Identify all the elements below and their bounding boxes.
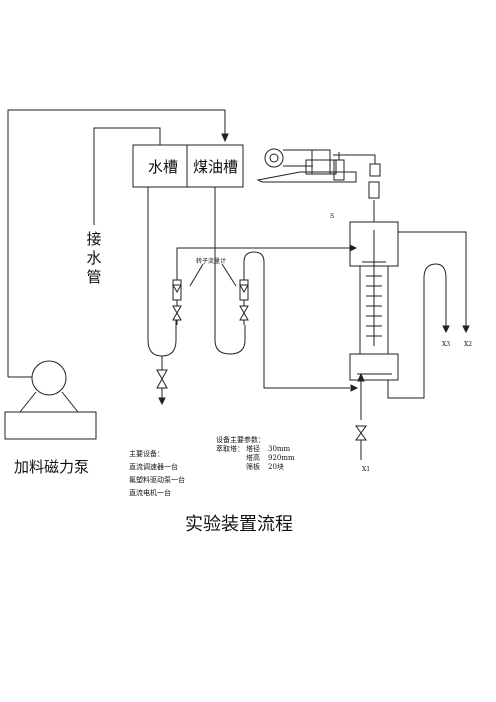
flowmeter-2-valve: [239, 305, 249, 321]
x2-arrow: [462, 325, 470, 334]
equipment-title: 主要设备：: [129, 450, 164, 458]
coupling-1: [368, 181, 380, 199]
x3-arrow: [442, 325, 450, 334]
water-inlet-char: 水: [86, 249, 102, 267]
flowmeter-1-valve: [172, 305, 182, 321]
stream-x1-label: X1: [362, 466, 371, 473]
arrow-into-tank: [221, 133, 229, 143]
motor-base: [256, 171, 357, 183]
motor-housing: [311, 149, 331, 175]
coupling-2: [369, 163, 381, 177]
x1-valve: [355, 425, 367, 441]
parameter-value: 920mm: [268, 454, 295, 462]
parameter-name: 塔高: [246, 454, 260, 462]
coal-oil-tank-label: 煤油槽: [193, 158, 239, 176]
flowmeter-2: [239, 279, 249, 301]
pump-label: 加料磁力泵: [14, 458, 90, 476]
pump-base: [4, 411, 97, 440]
diagram-caption: 实验装置流程: [185, 514, 293, 535]
motor-pulley: [264, 148, 284, 168]
parameter-row: 筛板 20块: [216, 463, 295, 472]
stream-x3-label: X3: [442, 341, 451, 348]
water-inlet-pipe: [93, 127, 161, 225]
parameter-row: 塔高 920mm: [216, 454, 295, 463]
parameter-block: 设备主要参数： 萃取塔：塔径 30mm 塔高 920mm 筛板 20块: [216, 436, 295, 472]
equipment-list: 主要设备： 直流调速器一台 氟塑料驱动泵一台 直流电机一台: [129, 448, 185, 500]
stream-x2-label: X2: [464, 341, 473, 348]
pump-feed-pipe: [7, 109, 226, 377]
parameter-value: 20块: [268, 463, 284, 471]
water-tank-outlet: [147, 187, 177, 357]
pump-body: [31, 360, 67, 396]
flowmeter-label: 转子流量计: [196, 258, 227, 265]
water-tank-label: 水槽: [148, 158, 179, 176]
parameter-row: 萃取塔：塔径 30mm: [216, 445, 295, 454]
inlet-arrow-bottom: [350, 384, 359, 392]
water-inlet-label: 接 水 管: [85, 230, 103, 287]
equipment-item: 直流电机一台: [129, 489, 171, 497]
coal-oil-outlet: [214, 187, 246, 355]
water-inlet-char: 管: [86, 268, 102, 286]
inlet-arrow-top: [349, 244, 358, 252]
flowmeter-1: [172, 279, 182, 301]
parameter-value: 30mm: [268, 445, 291, 453]
equipment-item: 直流调速器一台: [129, 463, 178, 471]
water-inlet-char: 接: [86, 230, 102, 248]
drain-arrow: [158, 397, 166, 406]
column-bottom-section: [349, 353, 399, 381]
parameter-name: 塔径: [246, 445, 260, 453]
parameter-name: 筛板: [246, 463, 260, 471]
equipment-item: 氟塑料驱动泵一台: [129, 476, 185, 484]
stream-s-label: S: [330, 213, 335, 220]
column-label: 萃取塔：: [216, 445, 244, 453]
parameter-title: 设备主要参数：: [216, 436, 265, 444]
x1-arrow: [357, 372, 365, 382]
drain-valve: [156, 369, 168, 389]
